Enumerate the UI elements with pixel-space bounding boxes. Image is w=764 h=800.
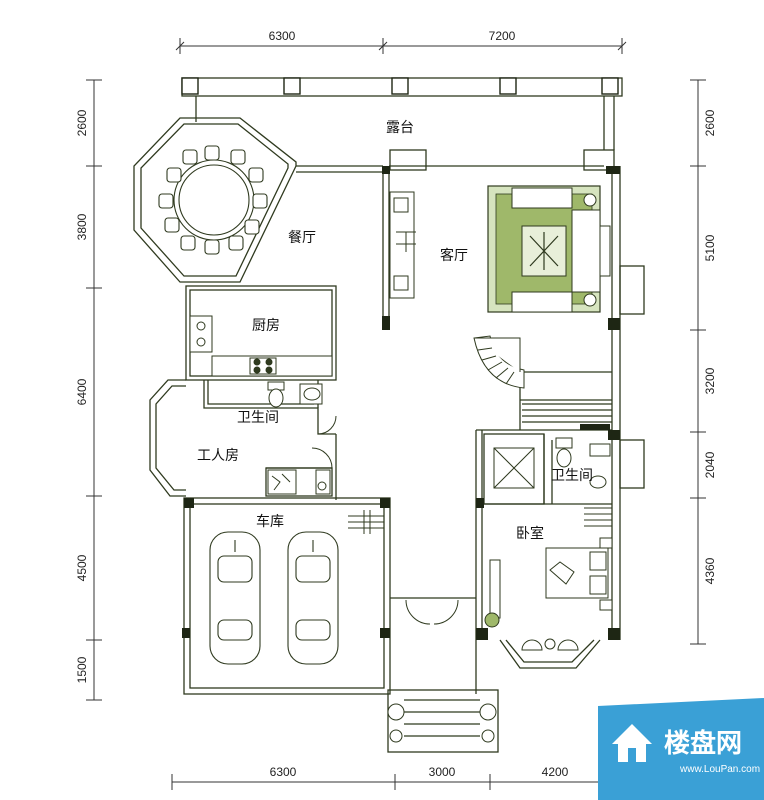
dim-right-2: 5100 [703,234,717,261]
bay-window-seats [521,638,579,651]
closet [584,507,612,527]
dim-right-5: 4360 [703,557,717,584]
living-cabinet [389,191,416,299]
watermark-banner [598,698,764,800]
room-label-garage: 车库 [256,513,284,530]
terrace-posts [181,77,619,95]
room-label-living: 客厅 [440,247,468,264]
room-label-servant: 工人房 [197,448,239,464]
room-label-kitchen: 厨房 [252,318,280,334]
dim-left-1: 2600 [75,109,89,136]
dimension-lines [86,38,706,790]
bathroom2-fixtures [493,437,611,489]
dim-right-3: 3200 [703,367,717,394]
garage-steps [348,510,384,534]
watermark: 楼盘网 www.LouPan.com [598,698,764,800]
dim-bottom-3: 4200 [542,765,569,779]
dining-table [158,145,268,255]
servant-room-fixtures [267,447,333,495]
room-label-terrace: 露台 [386,120,414,136]
dim-left-3: 6400 [75,378,89,405]
dim-right-1: 2600 [703,109,717,136]
dim-left-4: 4500 [75,554,89,581]
dim-bottom-1: 6300 [270,765,297,779]
dim-right-4: 2040 [703,451,717,478]
bed [489,537,613,619]
curved-stair [473,335,525,389]
room-label-bathroom1: 卫生间 [237,410,279,426]
living-room-furniture [487,185,611,313]
room-label-dining: 餐厅 [288,230,316,246]
watermark-url: www.LouPan.com [679,764,760,775]
dim-left-5: 1500 [75,656,89,683]
entry-pillars [387,612,500,743]
watermark-brand: 楼盘网 [664,728,742,759]
entry-doors [405,599,459,625]
dim-top-2: 7200 [489,29,516,43]
house-logo-icon [612,724,652,762]
dim-left-2: 3800 [75,213,89,240]
garage-cars [209,531,339,665]
room-label-bedroom: 卧室 [516,525,544,542]
solid-walls [182,166,620,640]
dim-top-1: 6300 [269,29,296,43]
bathroom1-fixtures [267,381,337,435]
kitchen-fixtures [189,315,333,377]
room-label-bathroom2: 卫生间 [551,468,593,484]
dim-bottom-2: 3000 [429,765,456,779]
